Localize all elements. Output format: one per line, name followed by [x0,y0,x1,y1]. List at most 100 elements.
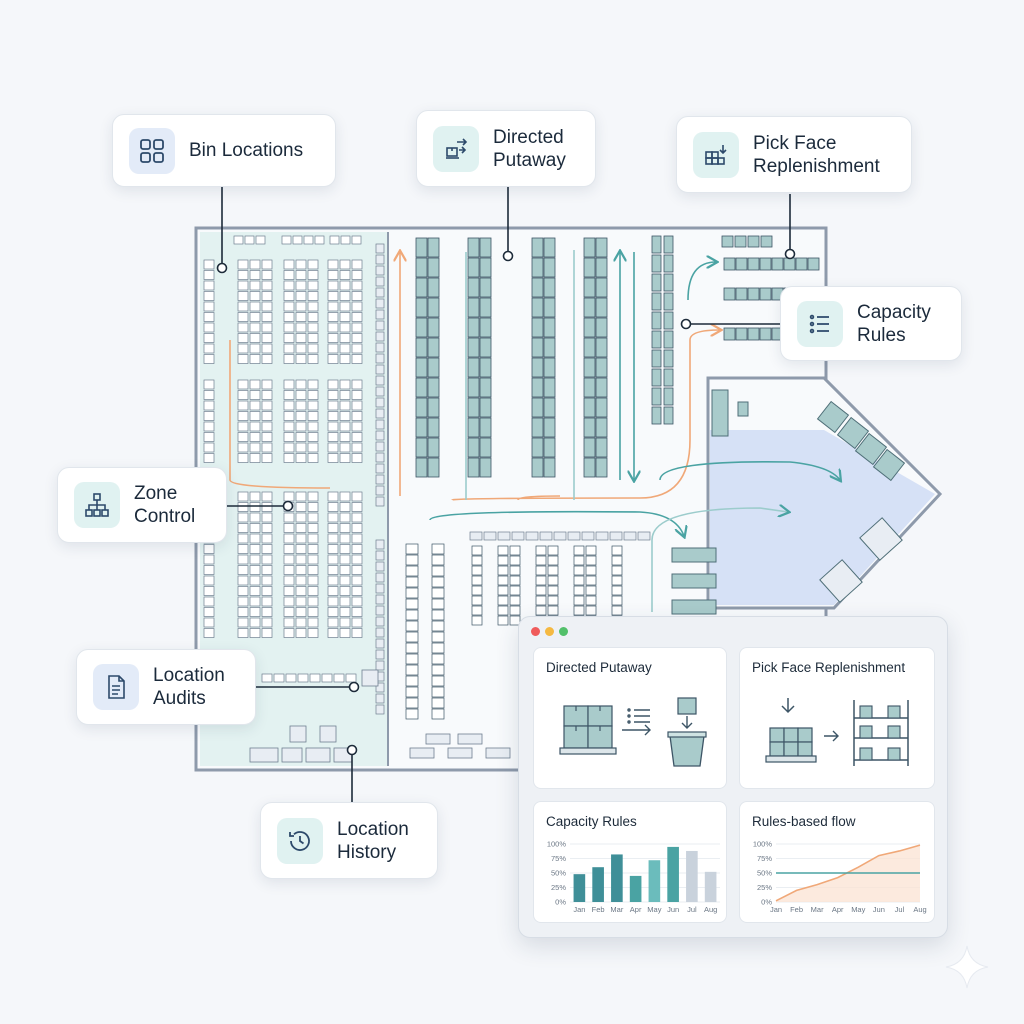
rack-cell [405,708,419,720]
bin-cell [327,259,339,270]
bin-cell [249,379,261,390]
rack-cell [375,342,385,353]
rack-cell [583,417,596,438]
bin-cell [307,554,319,565]
bin-cell [237,322,249,333]
bin-cell [249,512,261,523]
bin-cell [249,442,261,453]
bar [667,846,679,902]
staging-block [281,747,303,763]
bin-cell [283,280,295,291]
rack-cell [531,337,544,358]
hierarchy-icon [74,482,120,528]
rack-cell [535,595,547,606]
bin-cell [307,301,319,312]
bin-cell [237,586,249,596]
bin-cell [321,673,333,683]
pick-face-cell [735,257,748,271]
bin-cell [261,575,273,586]
bin-cell [237,432,249,442]
bin-cell [339,333,351,343]
bin-cell [329,235,340,245]
bin-cell [307,421,319,432]
bin-cell [283,453,295,463]
y-tick-label: 25% [551,883,566,892]
rack-cell [427,397,440,418]
bin-cell [283,586,295,596]
rack-cell [415,257,428,278]
bin-cell [249,259,261,270]
bin-cell [249,291,261,301]
window-minimize-dot[interactable] [545,627,554,636]
bin-cell [261,301,273,312]
bin-cell [237,421,249,432]
rack-cell [467,257,480,278]
rack-cell [471,615,483,626]
rack-cell [375,561,385,572]
bin-cell [249,575,261,586]
bin-cell [351,607,363,617]
replenish-icon [693,131,739,178]
bin-cell [249,586,261,596]
rack-cell [585,565,597,576]
window-close-dot[interactable] [531,627,540,636]
rack-cell [573,585,585,596]
bin-cell [237,523,249,533]
x-tick-label: Feb [592,905,605,914]
bin-cell [339,411,351,421]
bin-cell [351,343,363,354]
rack-cell [531,377,544,398]
bin-cell [539,531,553,541]
rack-cell [415,317,428,338]
bin-cell [283,512,295,523]
bin-cell [237,379,249,390]
bin-cell [249,565,261,575]
bin-cell [327,322,339,333]
bin-cell [249,280,261,291]
rack-cell [467,377,480,398]
staging-block [485,747,511,759]
rack-cell [651,235,662,254]
bin-cell [351,291,363,301]
bin-cell [283,379,295,390]
rack-cell [663,254,674,273]
window-maximize-dot[interactable] [559,627,568,636]
callout-zone-control: Zone Control [57,467,227,543]
bin-cell [307,322,319,333]
rack-cell [509,545,521,556]
rack-cell [509,585,521,596]
pick-face-cell [747,327,760,341]
bin-cell [283,390,295,400]
rack-cell [547,595,559,606]
bin-cell [307,491,319,502]
pick-face-cell [807,257,820,271]
bin-cell [339,617,351,628]
bin-cell [203,343,215,354]
rack-cell [431,686,445,698]
rack-cell [375,276,385,287]
x-tick-label: Mar [811,905,824,914]
rack-cell [471,595,483,606]
rack-cell [535,565,547,576]
rack-cell [611,585,623,596]
bin-cell [283,442,295,453]
bin-cell [203,586,215,596]
bin-cell [307,280,319,291]
bin-cell [340,235,351,245]
rack-cell [479,277,492,298]
bin-cell [339,512,351,523]
bin-cell [483,531,497,541]
bin-cell [339,554,351,565]
rack-cell [375,364,385,375]
bin-cell [307,596,319,607]
bin-cell [283,400,295,411]
rack-cell [405,642,419,654]
bin-cell [351,512,363,523]
rack-cell [467,297,480,318]
rack-cell [405,620,419,632]
bin-cell [283,322,295,333]
bin-cell [327,270,339,280]
bin-cell [307,291,319,301]
bin-cell [283,343,295,354]
